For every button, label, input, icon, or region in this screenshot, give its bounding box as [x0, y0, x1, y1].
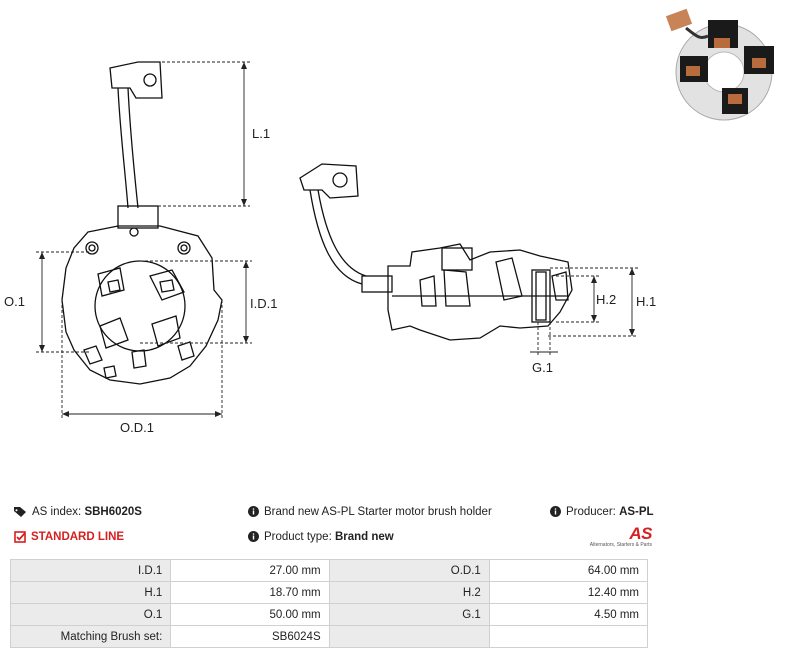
- as-index-value: SBH6020S: [84, 506, 142, 519]
- as-pl-logo: AS Alternators, Starters & Parts: [586, 524, 653, 548]
- description: Brand new AS-PL Starter motor brush hold…: [248, 506, 492, 518]
- as-index: AS index: SBH6020S: [14, 506, 142, 518]
- info-icon: [248, 531, 259, 543]
- table-row: I.D.1 27.00 mm O.D.1 64.00 mm: [9, 559, 649, 582]
- table-row: O.1 50.00 mm G.1 4.50 mm: [9, 603, 649, 626]
- technical-drawing: L.1 O.1 I.D.1 O.D.1 H.1 H.2 G.1: [4, 61, 656, 435]
- dim-label-g1: G.1: [532, 360, 553, 375]
- dim-label-h2: H.2: [596, 292, 616, 307]
- product-photo: [665, 8, 774, 121]
- table-row: Matching Brush set: SB6024S: [9, 625, 649, 648]
- side-plate-body: [387, 243, 573, 341]
- producer: Producer: AS-PL: [550, 506, 654, 518]
- logo-tagline: Alternators, Starters & Parts: [589, 542, 652, 548]
- info-icon: [550, 506, 561, 518]
- front-terminal-tab: [109, 61, 163, 99]
- tag-icon: [14, 507, 26, 517]
- dim-label-l1: L.1: [252, 126, 270, 141]
- product-type-value: Brand new: [334, 531, 394, 543]
- front-plate-outline: [61, 225, 223, 385]
- info-icon: [248, 506, 259, 518]
- checkbox-icon: [14, 531, 26, 543]
- standard-line: STANDARD LINE: [14, 531, 124, 543]
- logo-mark: AS: [629, 524, 652, 543]
- as-index-label: AS index:: [32, 506, 82, 519]
- side-terminal-tab: [299, 163, 359, 199]
- dim-label-id1: I.D.1: [250, 296, 277, 311]
- dim-label-o1: O.1: [4, 294, 25, 309]
- specs-table: I.D.1 27.00 mm O.D.1 64.00 mm H.1 18.70 …: [9, 559, 649, 648]
- dim-label-od1: O.D.1: [120, 420, 154, 435]
- dim-label-h1: H.1: [636, 294, 656, 309]
- producer-value: AS-PL: [619, 506, 654, 518]
- table-row: H.1 18.70 mm H.2 12.40 mm: [9, 581, 649, 604]
- matching-brush-set: SB6024S: [170, 625, 330, 648]
- product-type: Product type: Brand new: [248, 531, 394, 543]
